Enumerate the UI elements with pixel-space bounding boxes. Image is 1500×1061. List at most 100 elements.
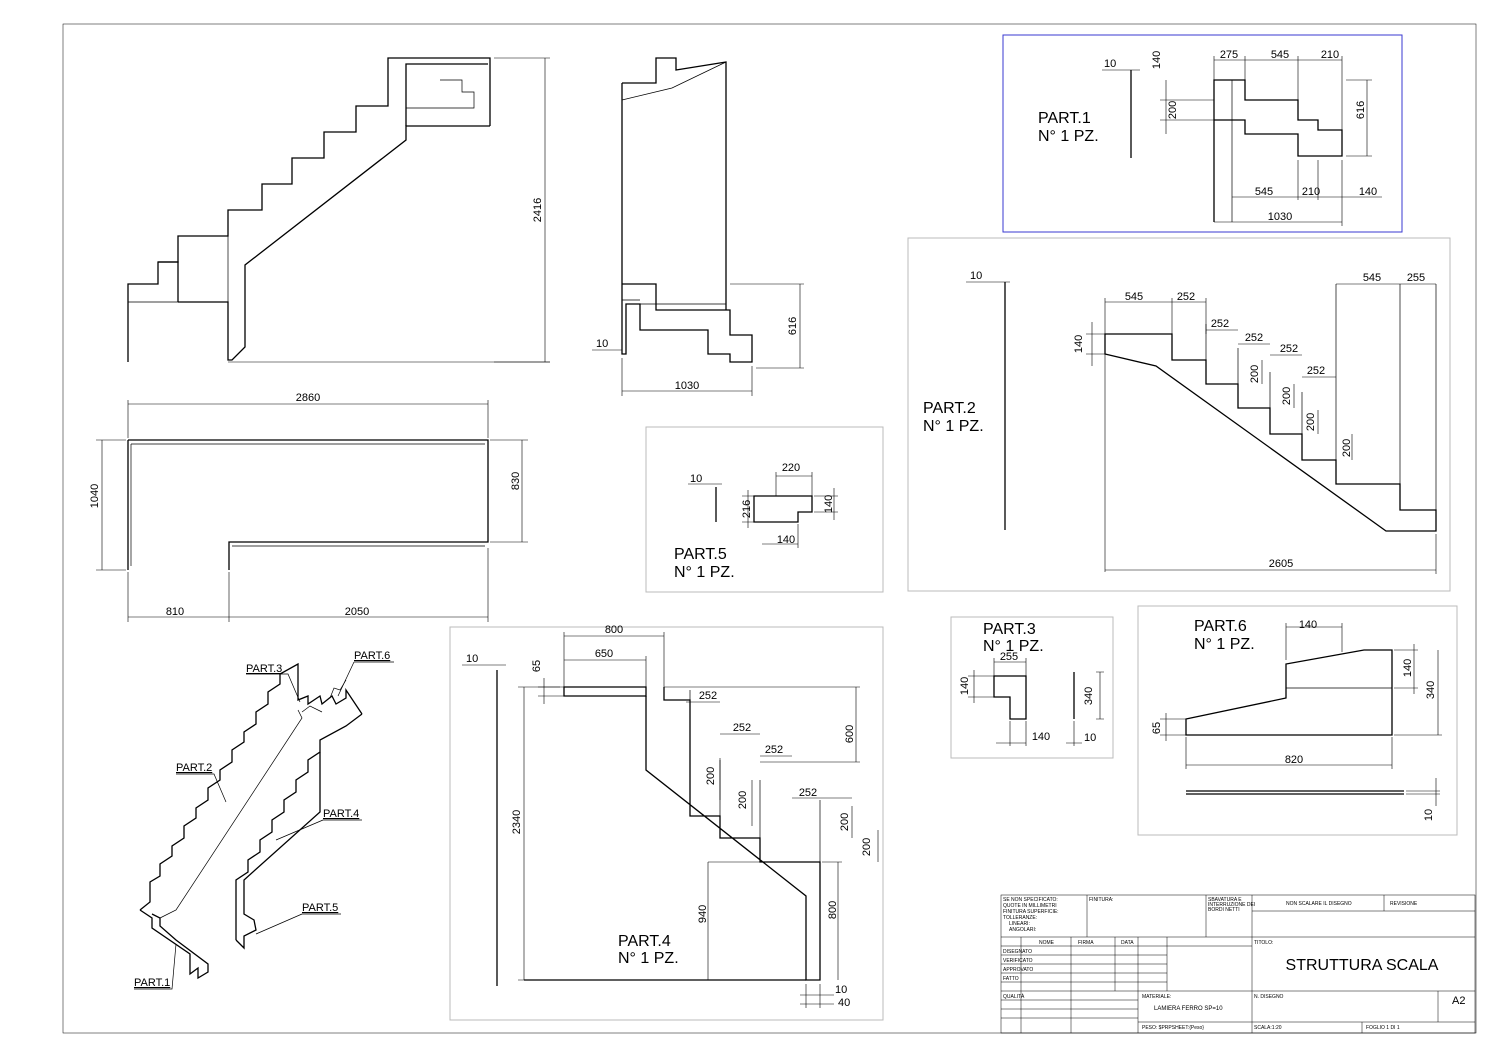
dim-plan-right-depth: 830 [510, 472, 522, 490]
part6-dim-3: 65 [1151, 722, 1163, 734]
part6-dim-2: 340 [1425, 681, 1437, 699]
part2-drawing: PART.2 N° 1 PZ. 10 545 252 545 255 252 1… [907, 237, 1451, 592]
part4-dim-1: 650 [595, 648, 613, 660]
part1-dim-4: 210 [1321, 49, 1339, 61]
part1-dim-7: 545 [1255, 186, 1273, 198]
view-stair-plan: 2860 1040 830 810 2050 [89, 392, 528, 622]
part1-panel [1002, 34, 1403, 233]
part2-dim-6: 140 [1073, 335, 1085, 353]
part2-dim-9: 252 [1307, 365, 1325, 377]
dim-side-width: 1030 [675, 380, 699, 392]
tb-material-label: MATERIALE: [1142, 994, 1171, 1000]
part6-dim-4: 820 [1285, 754, 1303, 766]
tb-note-1: QUOTE IN MILLIMETRI [1003, 903, 1057, 909]
part5-panel [645, 426, 884, 593]
part2-dim-12: 200 [1305, 413, 1317, 431]
part1-title: PART.1 [1038, 110, 1091, 127]
part3-dim-4: 10 [1084, 732, 1096, 744]
part4-title: PART.4 [618, 933, 671, 950]
part4-dim-7: 252 [765, 744, 783, 756]
tb-row-0: DISEGNATO [1003, 949, 1032, 955]
part1-dim-5: 616 [1355, 101, 1367, 119]
tb-col-name: NOME [1039, 940, 1055, 946]
part2-dim-3: 545 [1363, 272, 1381, 284]
tb-deburr-0: SBAVATURA E [1208, 897, 1242, 903]
tb-row-1: VERIFICATO [1003, 958, 1033, 964]
part1-dim-2: 275 [1220, 49, 1238, 61]
part2-dim-5: 252 [1211, 318, 1229, 330]
part5-dim-3: 140 [777, 534, 795, 546]
iso-label-part4: PART.4 [323, 808, 359, 820]
view-isometric: PART.3 PART.6 PART.2 PART.4 PART.5 PART.… [134, 650, 394, 990]
tb-note-3: TOLLERANZE: [1003, 915, 1037, 921]
tb-row-3: FATTO [1003, 976, 1019, 982]
tb-drawing-no-label: N. DISEGNO [1254, 994, 1284, 1000]
part6-title: PART.6 [1194, 618, 1247, 635]
part5-dim-4: 140 [823, 495, 835, 513]
tb-note-5: ANGOLARI: [1009, 927, 1036, 933]
part5-dim-1: 10 [690, 473, 702, 485]
part4-dim-0: 800 [605, 624, 623, 636]
part1-dim-0: 10 [1104, 58, 1116, 70]
part3-title: PART.3 [983, 621, 1036, 638]
part2-dim-0: 10 [970, 270, 982, 282]
part2-title: PART.2 [923, 400, 976, 417]
part2-qty: N° 1 PZ. [923, 418, 984, 435]
part2-dim-14: 2605 [1269, 558, 1293, 570]
part3-drawing: PART.3 N° 1 PZ. 255 140 340 140 10 [950, 616, 1114, 759]
tb-row-4: QUALITÀ [1003, 993, 1025, 1000]
dim-plan-right-width: 2050 [345, 606, 369, 618]
dim-side-height: 616 [787, 317, 799, 335]
part4-dim-2: 10 [466, 653, 478, 665]
part5-title: PART.5 [674, 546, 727, 563]
tb-revision: REVISIONE [1390, 901, 1418, 907]
part6-drawing: PART.6 N° 1 PZ. 140 140 340 65 820 10 [1137, 605, 1458, 836]
part3-dim-3: 140 [1032, 731, 1050, 743]
dim-plan-total-width: 2860 [296, 392, 320, 404]
part6-dim-0: 140 [1299, 619, 1317, 631]
iso-label-part1: PART.1 [134, 977, 170, 989]
part2-dim-4: 255 [1407, 272, 1425, 284]
part4-dim-11: 200 [839, 813, 851, 831]
dim-plan-left-width: 810 [166, 606, 184, 618]
part2-dim-10: 200 [1249, 365, 1261, 383]
part4-dim-3: 65 [531, 660, 543, 672]
drawing-frame [62, 23, 1477, 1034]
part4-qty: N° 1 PZ. [618, 950, 679, 967]
part6-qty: N° 1 PZ. [1194, 636, 1255, 653]
iso-label-part2: PART.2 [176, 762, 212, 774]
dim-side-thickness: 10 [596, 338, 608, 350]
part4-dim-5: 600 [844, 725, 856, 743]
tb-finish-label: FINITURA: [1089, 897, 1113, 903]
part6-panel [1137, 605, 1458, 836]
part1-qty: N° 1 PZ. [1038, 128, 1099, 145]
part2-dim-1: 545 [1125, 291, 1143, 303]
part1-dim-3: 545 [1271, 49, 1289, 61]
part4-dim-14: 940 [697, 905, 709, 923]
part1-dim-1: 140 [1151, 51, 1163, 69]
part4-drawing: PART.4 N° 1 PZ. 10 800 650 65 600 252 25… [449, 624, 884, 1021]
part4-dim-13: 2340 [511, 810, 523, 834]
part4-dim-15: 800 [827, 901, 839, 919]
part1-dim-8: 210 [1302, 186, 1320, 198]
tb-col-date: DATA [1121, 940, 1134, 946]
part5-drawing: PART.5 N° 1 PZ. 10 220 216 140 140 [645, 426, 884, 593]
tb-note-2: FINITURA SUPERFICIE: [1003, 909, 1059, 915]
iso-label-part3: PART.3 [246, 663, 282, 675]
part3-dim-1: 140 [959, 677, 971, 695]
tb-note-0: SE NON SPECIFICATO: [1003, 897, 1058, 903]
part3-dim-2: 340 [1083, 687, 1095, 705]
part5-dim-2: 216 [741, 500, 753, 518]
part5-dim-0: 220 [782, 462, 800, 474]
part2-dim-8: 252 [1280, 343, 1298, 355]
dim-plan-depth: 1040 [89, 484, 101, 508]
part6-dim-5: 10 [1423, 809, 1435, 821]
tb-deburr-1: INTERRUZIONE DEI [1208, 902, 1255, 908]
part4-dim-10: 252 [799, 787, 817, 799]
part4-dim-12: 200 [861, 838, 873, 856]
part4-dim-4: 252 [699, 690, 717, 702]
tb-deburr-2: BORDI NETTI [1208, 907, 1240, 913]
part3-panel [950, 616, 1114, 759]
part2-dim-7: 252 [1245, 332, 1263, 344]
